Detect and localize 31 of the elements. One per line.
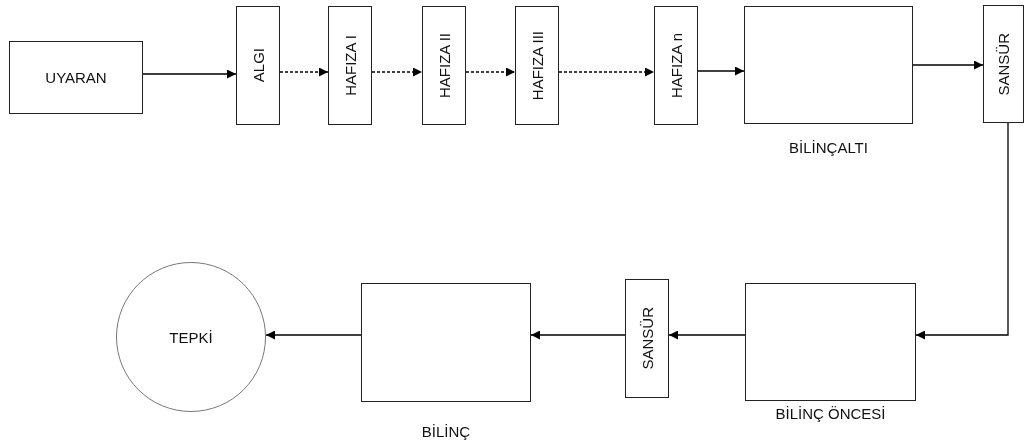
node-label: ALGI xyxy=(249,48,267,83)
arrow xyxy=(530,330,626,340)
node-label: HAFIZA n xyxy=(667,33,685,98)
arrow xyxy=(912,60,984,70)
stage-box xyxy=(515,6,559,125)
stage-box xyxy=(654,6,698,125)
node-label: SANSÜR xyxy=(995,32,1012,96)
box-caption: BİLİNÇ ÖNCESİ xyxy=(775,405,886,422)
arrow xyxy=(697,66,745,76)
arrow xyxy=(279,67,329,77)
node-label: UYARAN xyxy=(45,69,107,86)
arrow xyxy=(465,67,516,77)
arrow xyxy=(265,330,362,340)
node-label: SANSÜR xyxy=(638,307,656,370)
stage-box xyxy=(328,6,372,125)
arrow xyxy=(142,69,237,79)
node-label: HAFIZA III xyxy=(528,30,546,101)
stage-box xyxy=(236,6,280,125)
node-label: TEPKİ xyxy=(169,328,213,346)
arrow xyxy=(371,67,423,77)
process-box xyxy=(9,41,143,114)
arrow xyxy=(668,330,746,340)
arrow xyxy=(915,122,1009,340)
stage-box xyxy=(422,6,466,125)
box-caption: BİLİNÇ xyxy=(421,423,471,440)
node-label: HAFIZA II xyxy=(435,33,453,98)
node-label: HAFIZA I xyxy=(341,35,359,96)
box-caption: BİLİNÇALTI xyxy=(789,139,868,156)
arrow xyxy=(558,67,655,77)
stage-box xyxy=(625,279,669,398)
stage-box xyxy=(983,5,1024,123)
